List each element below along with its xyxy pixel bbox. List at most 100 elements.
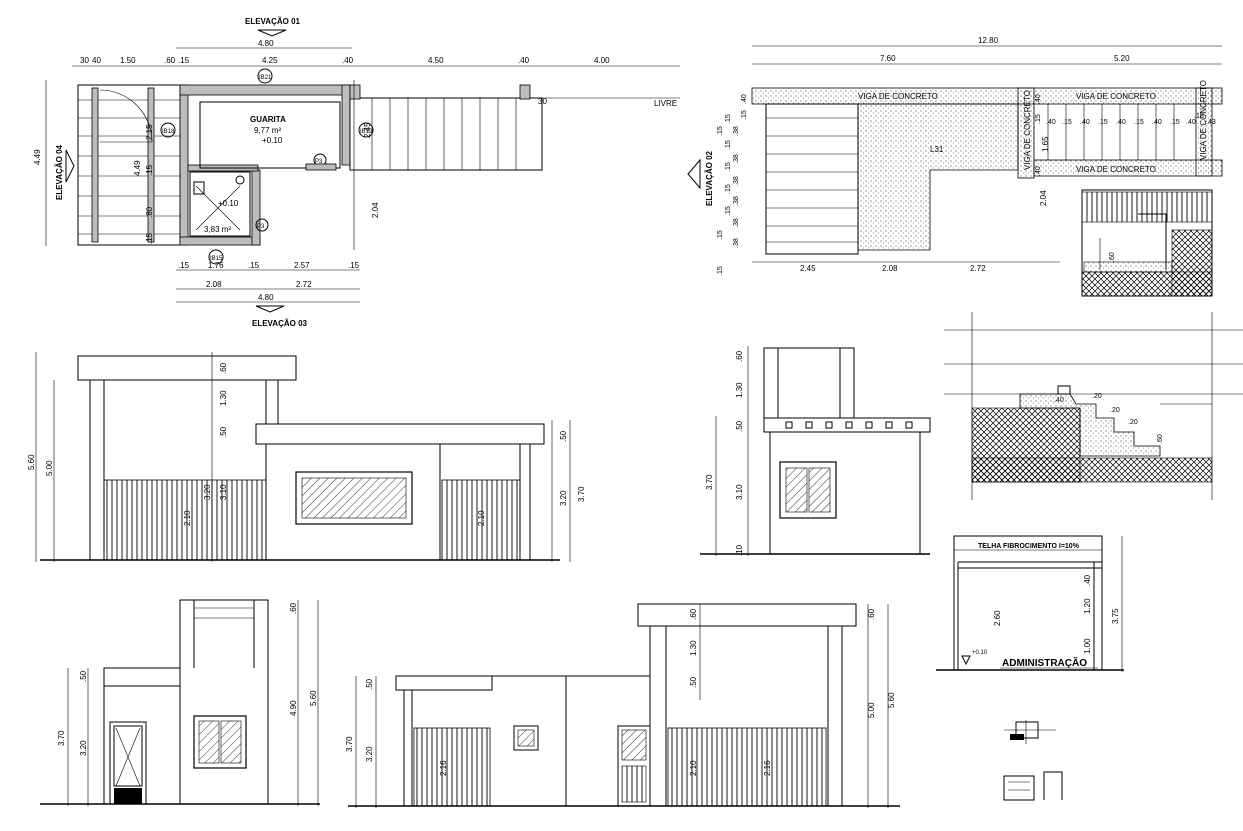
long-elevation: .50 3.70 3.20 2.16 2.10 2.16 .60 1.30 .5… <box>345 603 900 808</box>
cover-ldim-5: .38 <box>733 126 740 136</box>
elevation-02-arrow <box>687 158 701 190</box>
plan-dim-total-top: 4.80 <box>258 39 274 48</box>
cover-mid-dim-2: .15 <box>1035 114 1042 124</box>
cover-dim-b-2: 2.08 <box>882 264 898 273</box>
cover-left-dims: .40 .15 .15 .15 .38 .15 .38 .15 .38 .15 … <box>717 94 748 276</box>
plan-dim-b2-2: 2.72 <box>296 280 312 289</box>
plan-room-guarita <box>199 101 341 169</box>
cover-dim-total: 12.80 <box>978 36 999 45</box>
side-beam <box>763 417 931 433</box>
admin-level: +0.10 <box>972 650 988 656</box>
plan-dim-r-2: 2.04 <box>371 202 380 218</box>
front-dim-right-2: 3.20 <box>559 490 568 506</box>
tag-p3-b-text: P3 <box>257 224 265 230</box>
plan-dim-4: .60 <box>164 56 176 65</box>
cover-beam-2: VIGA DE CONCRETO <box>1076 92 1156 101</box>
tag-ib15-text: IB15 <box>210 256 223 262</box>
plan-dim-b-1: .15 <box>178 261 190 270</box>
floor-plan: ELEVAÇÃO 01 4.80 30 40 1.50 .60 .15 4.25… <box>33 17 680 328</box>
side-elevation: .60 1.30 .50 3.70 3.10 .10 <box>700 346 931 556</box>
cover-ldim-10: .15 <box>725 184 732 194</box>
plan-dim-b-4: 2.57 <box>294 261 310 270</box>
plan-dim-b-2: 1.76 <box>208 261 224 270</box>
elevation-02-label: ELEVAÇÃO 02 <box>705 150 714 206</box>
cover-rafter-dim-6: .15 <box>1134 119 1144 126</box>
long-gate-left <box>413 727 491 807</box>
cover-ldim-9: .38 <box>733 176 740 186</box>
cover-rafter-dim-10: .15 <box>1194 113 1204 120</box>
section-dim-4: .20 <box>1128 419 1138 426</box>
admin-section: TELHA FIBROCIMENTO I=10% 2.60 1.20 1.00 … <box>936 535 1124 672</box>
tag-ib15 <box>208 249 224 265</box>
side-dim-1: .60 <box>735 350 744 362</box>
room-level: +0.10 <box>262 136 283 145</box>
elevation-01-label: ELEVAÇÃO 01 <box>245 17 301 26</box>
cover-ldim-8: .15 <box>725 162 732 172</box>
section-dim-5: .60 <box>1157 434 1164 444</box>
tag-ib19 <box>358 122 374 138</box>
section-dim-1: .40 <box>1054 397 1064 404</box>
cover-ldim-13: .38 <box>733 218 740 228</box>
plan-dim-v-2: 4.49 <box>133 160 142 176</box>
plan-dim-2: 40 <box>92 56 101 65</box>
plan-dim-left-total: 4.49 <box>33 149 42 165</box>
plan-dim-6: 4.25 <box>262 56 278 65</box>
plan-dim-9: .40 <box>518 56 530 65</box>
admin-dim-1: 2.60 <box>993 610 1002 626</box>
long-dim-right-top: .60 <box>867 608 876 620</box>
front-elevation: 5.60 5.00 .60 1.30 .50 3.20 3.10 2.10 2.… <box>27 352 586 562</box>
front-gate-left <box>103 479 267 561</box>
cover-ldim-15: .38 <box>733 238 740 248</box>
wc-area: 3,83 m² <box>204 225 231 234</box>
cover-dim-top-1: 7.60 <box>880 54 896 63</box>
long-dim-left-3: 3.20 <box>365 746 374 762</box>
cover-beam-5: VIGA DE CONCRETO <box>1199 80 1208 160</box>
cover-ldim-7: .38 <box>733 154 740 164</box>
admin-level-mark <box>961 655 971 666</box>
cover-rafter-dim-2: .15 <box>1062 119 1072 126</box>
long-gate-dim-2: 2.10 <box>689 760 698 776</box>
admin-title: ADMINISTRAÇÃO <box>1002 656 1087 669</box>
front-dim-tower-4: 3.20 <box>203 484 212 500</box>
plan-dim-10: 4.00 <box>594 56 610 65</box>
plan-dim-3: 1.50 <box>120 56 136 65</box>
plan-wc: +0.10 3,83 m² <box>189 171 251 237</box>
front-dim-tower-3: .50 <box>219 426 228 438</box>
plan-dim-b-3: .15 <box>248 261 260 270</box>
rear-dim-left-2: 3.70 <box>57 730 66 746</box>
rear-dim-right-3: 5.60 <box>309 690 318 706</box>
cover-dim-b-1: 2.45 <box>800 264 816 273</box>
tag-ib21 <box>257 68 273 84</box>
cover-rafter-dim-11: .43 <box>1206 119 1216 126</box>
cover-mid-dim-1: .40 <box>1035 94 1042 104</box>
side-dim-3: .50 <box>735 420 744 432</box>
plan-dim-8: 4.50 <box>428 56 444 65</box>
plan-dim-7: .40 <box>342 56 354 65</box>
front-dim-tower-5: 3.10 <box>219 484 228 500</box>
cover-dim-b-3: 2.72 <box>970 264 986 273</box>
plan-dim-v-4: .80 <box>145 206 154 218</box>
front-dim-tower-2: 1.30 <box>219 390 228 406</box>
elevation-03-arrow <box>255 305 285 313</box>
cover-ldim-12: .15 <box>725 206 732 216</box>
section-dim-3: .20 <box>1110 407 1120 414</box>
section-soil-bottom <box>971 457 1213 483</box>
cover-plan: 12.80 7.60 5.20 VIGA DE CONCRETO VIGA DE… <box>687 36 1223 297</box>
long-dim-right-5: 5.60 <box>887 692 896 708</box>
cover-slab <box>857 103 1019 251</box>
plan-livre: LIVRE <box>654 99 677 108</box>
elevation-04-label: ELEVAÇÃO 04 <box>55 144 64 200</box>
long-dim-right-4: 5.00 <box>867 702 876 718</box>
plan-dim-r-1: 2.45 <box>363 122 372 138</box>
plan-dim-bottom-total: 4.80 <box>258 293 274 302</box>
cover-ldim-1: .40 <box>741 94 748 104</box>
room-name: GUARITA <box>250 115 286 124</box>
plan-wall-top <box>179 84 351 96</box>
front-dim-tower-6: 2.10 <box>183 510 192 526</box>
cover-beam-1: VIGA DE CONCRETO <box>858 92 938 101</box>
tag-ib18 <box>160 122 176 138</box>
cover-dim-top-2: 5.20 <box>1114 54 1130 63</box>
cover-ldim-4: .15 <box>717 126 724 136</box>
long-door <box>617 725 651 807</box>
